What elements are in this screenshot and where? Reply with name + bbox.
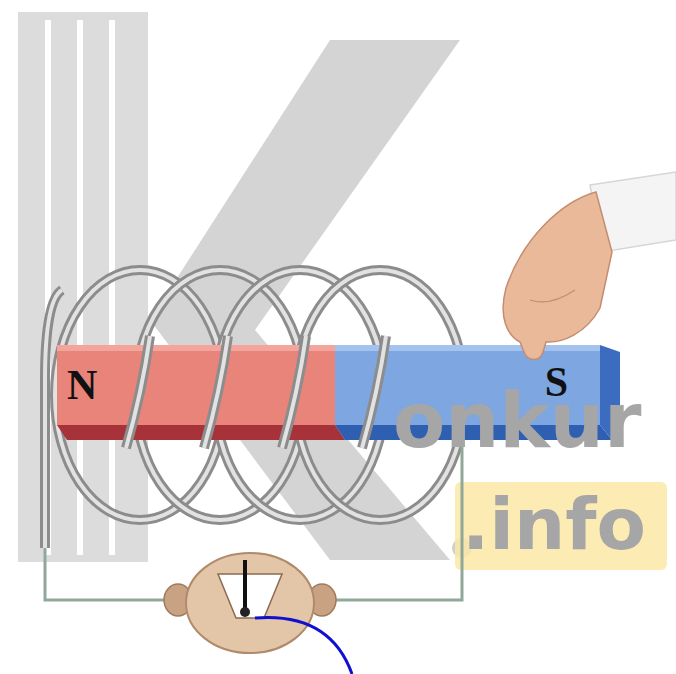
- pointer-curve: [255, 617, 352, 674]
- watermark-logo: [18, 12, 667, 570]
- galvanometer: [164, 553, 336, 653]
- watermark-text: .info: [462, 488, 646, 560]
- watermark-text: onkur: [393, 383, 641, 459]
- magnet-pole: N: [57, 345, 335, 425]
- coil-front: [126, 336, 386, 448]
- pole-letter: N: [67, 364, 97, 406]
- hand: [503, 172, 676, 360]
